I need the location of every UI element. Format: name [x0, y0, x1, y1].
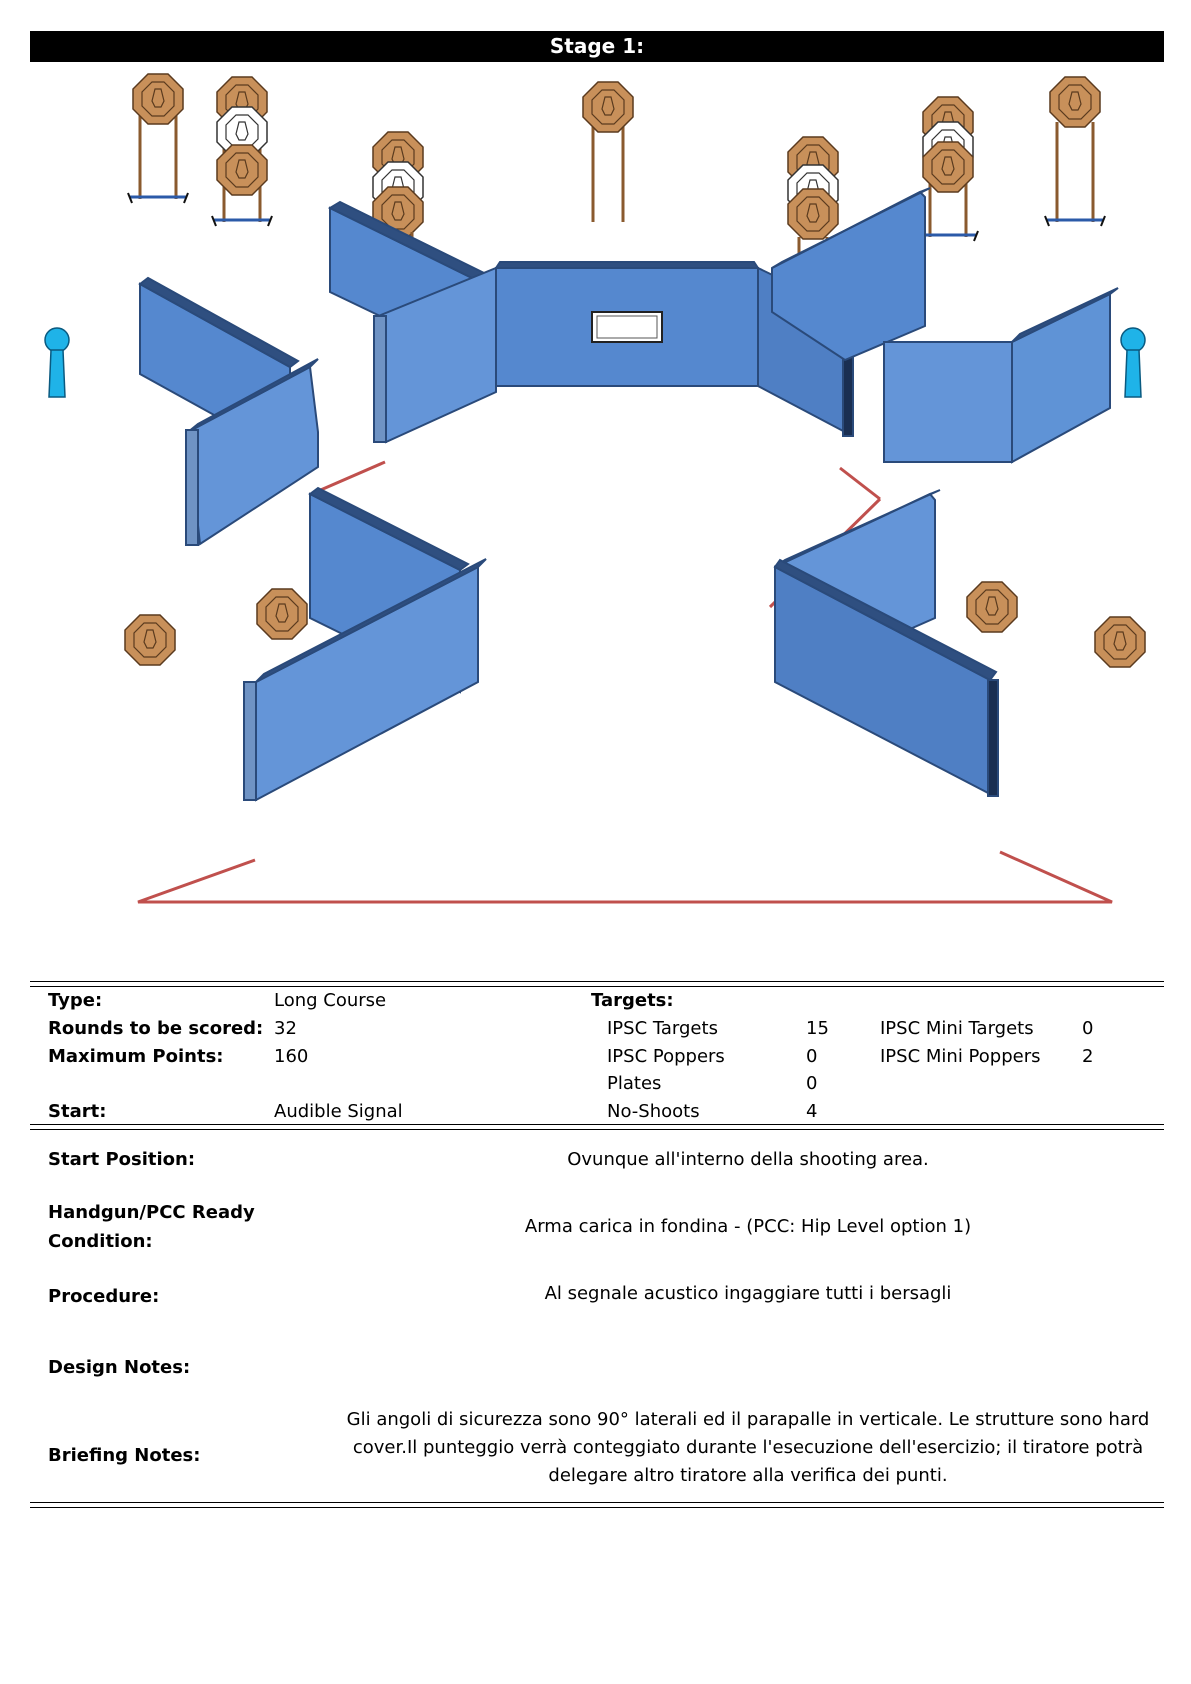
target-type-count: 0 [806, 1046, 818, 1067]
bottom-rule-2 [30, 1507, 1164, 1508]
briefing-notes-line: delegare altro tiratore alla verifica de… [548, 1465, 948, 1486]
stage-summary: Type: Long Course Rounds to be scored: 3… [30, 983, 1164, 1130]
design-notes-label: Design Notes: [48, 1357, 191, 1378]
ready-condition-label-1: Handgun/PCC Ready [48, 1202, 255, 1223]
stage-title: Stage 1: [30, 31, 1164, 62]
type-value: Long Course [274, 990, 387, 1011]
target-type-count: 0 [806, 1073, 818, 1094]
mid-rule-1 [30, 1124, 1164, 1125]
points-value: 160 [274, 1046, 309, 1067]
briefing-notes-label: Briefing Notes: [48, 1445, 201, 1466]
ready-condition-label-2: Condition: [48, 1231, 153, 1252]
target-array-6 [916, 96, 980, 243]
target-array-1 [126, 73, 190, 205]
briefing-notes-line: Gli angoli di sicurezza sono 90° lateral… [346, 1409, 1150, 1430]
target-type-name: No-Shoots [607, 1101, 700, 1122]
mid-rule-2 [30, 1129, 1164, 1130]
ready-condition-value: Arma carica in fondina - (PCC: Hip Level… [524, 1216, 972, 1237]
top-rule-1 [30, 981, 1164, 982]
start-position-label: Start Position: [48, 1149, 196, 1170]
target-array-4 [582, 81, 634, 222]
start-position-value: Ovunque all'interno della shooting area. [567, 1149, 929, 1170]
target-array-7 [1043, 76, 1107, 228]
briefing-notes-line: cover.Il punteggio verrà conteggiato dur… [352, 1437, 1144, 1458]
points-label: Maximum Points: [48, 1046, 224, 1067]
walls [138, 187, 1119, 802]
target-type-name: IPSC Targets [607, 1018, 718, 1039]
target-type-count: 4 [806, 1101, 818, 1122]
stage-diagram [44, 73, 1146, 904]
procedure-label: Procedure: [48, 1286, 160, 1307]
rounds-value: 32 [274, 1018, 297, 1039]
target-type-count: 15 [806, 1018, 829, 1039]
procedure-value: Al segnale acustico ingaggiare tutti i b… [544, 1283, 952, 1304]
target-type-name: Plates [607, 1073, 662, 1094]
bottom-rule-1 [30, 1502, 1164, 1503]
mini-target-count: 2 [1082, 1046, 1094, 1067]
type-label: Type: [48, 990, 103, 1011]
rounds-label: Rounds to be scored: [48, 1018, 264, 1039]
target-array-2 [210, 76, 274, 228]
stage-details: Start Position: Ovunque all'interno dell… [30, 1135, 1164, 1515]
targets-label: Targets: [591, 990, 674, 1011]
start-label: Start: [48, 1101, 107, 1122]
mini-target-name: IPSC Mini Targets [880, 1018, 1034, 1039]
top-rule-2 [30, 986, 1164, 987]
start-value: Audible Signal [274, 1101, 403, 1122]
mini-target-count: 0 [1082, 1018, 1094, 1039]
target-type-name: IPSC Poppers [607, 1046, 725, 1067]
mini-target-name: IPSC Mini Poppers [880, 1046, 1041, 1067]
